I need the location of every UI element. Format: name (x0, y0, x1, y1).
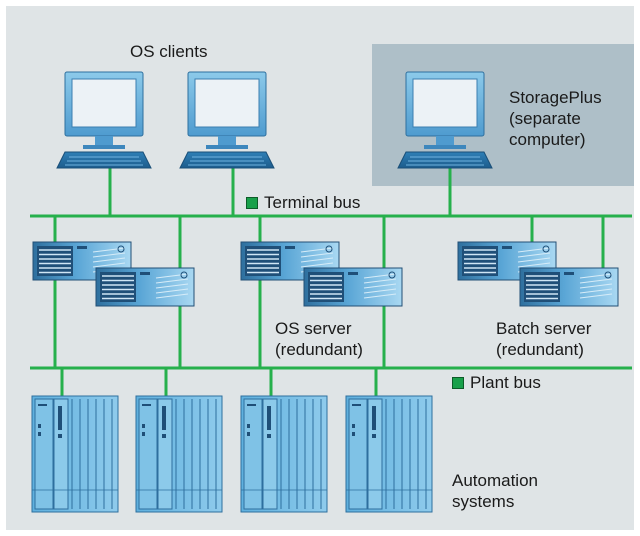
automation-rack-icon-3 (240, 395, 328, 513)
os-clients-label: OS clients (130, 42, 208, 61)
storageplus-label-line1: StoragePlus (509, 88, 602, 107)
automation-rack-icon-2 (135, 395, 223, 513)
terminal-bus-legend: Terminal bus (246, 192, 360, 213)
terminal-bus-marker-icon (246, 196, 258, 209)
plant-bus-legend: Plant bus (452, 372, 541, 393)
storageplus-label-line3: computer) (509, 130, 586, 149)
automation-label-line1: Automation (452, 471, 538, 490)
plant-bus-marker-icon (452, 376, 464, 389)
automation-rack-icon-4 (345, 395, 433, 513)
automation-label-line2: systems (452, 492, 515, 511)
terminal-bus-label: Terminal bus (264, 193, 361, 212)
plant-bus-label: Plant bus (470, 373, 541, 392)
batch-server-icon-b (519, 267, 619, 307)
os-client-monitor-icon-2 (179, 71, 275, 169)
automation-rack-icon-1 (31, 395, 119, 513)
os-server-label-line2: (redundant) (275, 340, 363, 359)
batch-server-label-line2: (redundant) (496, 340, 584, 359)
os-server-icon-2b (303, 267, 403, 307)
storageplus-monitor-icon (397, 71, 493, 169)
os-client-monitor-icon-1 (56, 71, 152, 169)
devices (31, 71, 619, 513)
batch-server-label-line1: Batch server (496, 319, 592, 338)
os-server-label-line1: OS server (275, 319, 352, 338)
storageplus-label-line2: (separate (509, 109, 581, 128)
os-server-icon-1b (95, 267, 195, 307)
